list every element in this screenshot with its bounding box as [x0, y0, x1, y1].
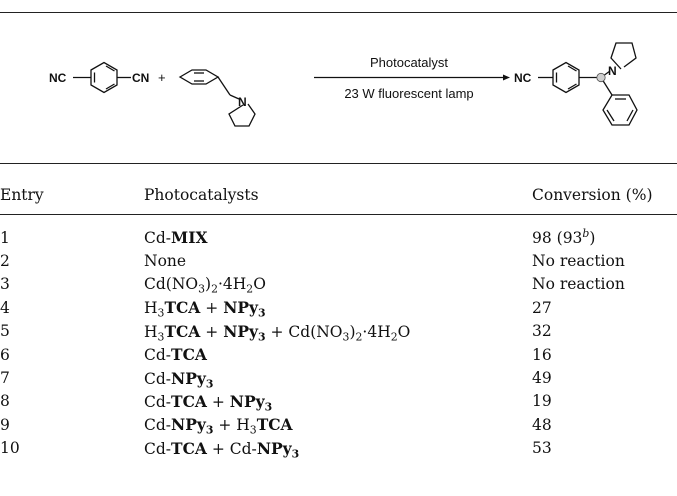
- conversion-cell: 53: [532, 439, 552, 458]
- table-row: 2 None No reaction: [0, 249, 677, 272]
- header-bottom-rule: [0, 214, 677, 215]
- conversion-cell: 27: [532, 298, 552, 317]
- table-row: 8 Cd-TCA + NPy3 19: [0, 390, 677, 413]
- table-row: 10 Cd-TCA + Cd-NPy3 53: [0, 437, 677, 460]
- reactant-1-ring: [73, 61, 131, 94]
- scheme-bottom-rule: [0, 163, 677, 165]
- product-left-group: NC: [514, 71, 532, 85]
- entry-cell: 8: [0, 392, 10, 411]
- product-stereocenter-marker: [596, 72, 606, 83]
- entry-cell: 6: [0, 345, 10, 364]
- catalyst-cell: Cd-TCA + NPy3: [144, 391, 273, 414]
- header-photocatalysts: Photocatalysts: [144, 186, 259, 204]
- catalyst-cell: Cd-TCA: [144, 345, 207, 365]
- entry-cell: 5: [0, 322, 10, 341]
- entry-cell: 9: [0, 415, 10, 434]
- reaction-arrow: [314, 74, 510, 81]
- header-conversion: Conversion (%): [532, 186, 653, 204]
- table-row: 3 Cd(NO3)2·4H2O No reaction: [0, 273, 677, 296]
- table-row: 6 Cd-TCA 16: [0, 343, 677, 366]
- conversion-cell: 16: [532, 345, 552, 364]
- entry-cell: 10: [0, 439, 20, 458]
- entry-cell: 1: [0, 228, 10, 247]
- arrow-label-top: Photocatalyst: [370, 55, 448, 70]
- catalyst-cell: None: [144, 252, 187, 271]
- conversion-cell: 98 (93b): [532, 226, 596, 247]
- arrow-label-bottom: 23 W fluorescent lamp: [344, 86, 473, 101]
- conversion-cell: 48: [532, 415, 552, 434]
- conversion-cell: 19: [532, 392, 552, 411]
- entry-cell: 7: [0, 369, 10, 388]
- table-row: 5 H3TCA + NPy3 + Cd(NO3)2·4H2O 32: [0, 320, 677, 343]
- conversion-cell: No reaction: [532, 252, 625, 271]
- entry-cell: 4: [0, 298, 10, 317]
- reactant-2-structure: [178, 69, 256, 127]
- catalyst-cell: Cd-NPy3: [144, 368, 214, 390]
- conversion-cell: No reaction: [532, 275, 625, 294]
- conversion-cell: 49: [532, 369, 552, 388]
- entry-cell: 3: [0, 275, 10, 294]
- table-row: 1 Cd-MIX 98 (93b): [0, 226, 677, 249]
- reactant-1-right-group: CN: [132, 71, 149, 85]
- top-rule: [0, 12, 677, 14]
- header-entry: Entry: [0, 186, 44, 204]
- catalyst-cell: Cd-NPy3 + H3TCA: [144, 415, 293, 437]
- catalyst-cell: Cd(NO3)2·4H2O: [144, 275, 266, 296]
- catalyst-cell: Cd-TCA + Cd-NPy3: [144, 438, 300, 460]
- catalyst-cell: H3TCA + NPy3 + Cd(NO3)2·4H2O: [144, 321, 411, 343]
- plus-sign: +: [158, 70, 166, 85]
- data-table: 1 Cd-MIX 98 (93b) 2 None No reaction 3 Cd(NO3)2…: [0, 226, 677, 460]
- table-row: 9 Cd-NPy3 + H3TCA 48: [0, 413, 677, 436]
- product-nitrogen: N: [608, 64, 617, 78]
- reaction-scheme: NC CN + N Photocatalyst 23 W fluorescent…: [49, 42, 638, 127]
- conversion-cell: 32: [532, 322, 552, 341]
- entry-cell: 2: [0, 252, 10, 271]
- table-header: Entry Photocatalysts Conversion (%): [0, 178, 677, 212]
- table-row: 7 Cd-NPy3 49: [0, 366, 677, 389]
- reactant-2-nitrogen: N: [238, 95, 247, 109]
- reactant-1-left-group: NC: [49, 71, 67, 85]
- catalyst-cell: H3TCA + NPy3: [144, 298, 266, 320]
- product-structure: [538, 42, 638, 126]
- table-row: 4 H3TCA + NPy3 27: [0, 296, 677, 319]
- catalyst-cell: Cd-MIX: [144, 228, 208, 248]
